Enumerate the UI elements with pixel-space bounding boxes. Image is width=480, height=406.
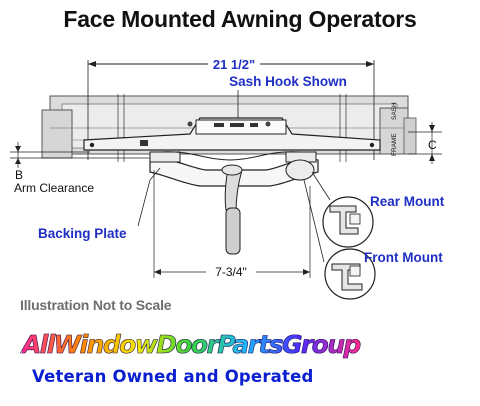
overall-length-label: 21 1/2" (213, 57, 255, 72)
detail-leader-top (311, 171, 331, 201)
brand-tagline: Veteran Owned and Operated (32, 367, 314, 386)
b-dimension: B Arm Clearance (10, 142, 160, 195)
backing-plate-label: Backing Plate (38, 226, 127, 241)
rear-mount-label: Rear Mount (370, 194, 445, 209)
crank-handle (221, 164, 243, 255)
rear-mount-detail (322, 196, 374, 248)
page-title: Face Mounted Awning Operators (63, 6, 417, 32)
sash-hook-label: Sash Hook Shown (229, 74, 347, 89)
base-length-label: 7-3/4" (215, 265, 247, 279)
base-length-dimension: 7-3/4" (153, 170, 311, 279)
backing-plate-leader (137, 167, 161, 227)
arm-clearance-label: Arm Clearance (14, 181, 94, 195)
sash-label: SASH (391, 102, 398, 120)
dim-c-label: C (428, 138, 437, 152)
front-mount-label: Front Mount (364, 250, 443, 265)
detail-leader-bottom (303, 179, 325, 263)
c-dimension: C (408, 122, 442, 164)
brand-logo: AllWindowDoorPartsGroup (22, 330, 362, 360)
scale-note: Illustration Not to Scale (20, 297, 172, 313)
frame-label: FRAME (391, 133, 398, 156)
sash-track (83, 117, 381, 151)
front-mount-detail (324, 248, 376, 300)
guide-lines (117, 94, 347, 162)
dim-b-label: B (15, 168, 23, 182)
